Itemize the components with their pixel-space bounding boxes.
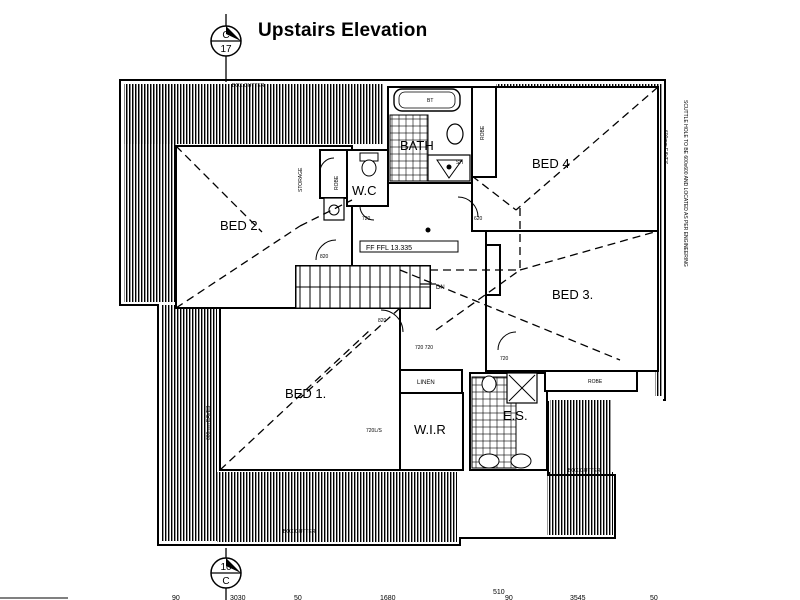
stair-dn-label: DN [436,285,445,291]
room-bath: BATH [400,138,434,153]
bathtub-icon [393,88,461,112]
box-gutter-top: BOX GUTTER [232,83,265,89]
dim-5: 90 [505,595,513,600]
bath-tub-label: BT [427,98,433,104]
dim-6: 3545 [570,595,586,600]
bottom-marker-sheet: C [222,576,229,587]
room-bed2: BED 2 [220,218,258,233]
side-note: SCUTTLE HOLE TO BE 600x600 AND LOCATED A… [682,100,688,267]
shower-label: SH [456,160,463,166]
room-bed3: BED 3. [552,287,593,302]
room-bed4: BED 4 [532,156,570,171]
page-title: Upstairs Elevation [258,20,428,41]
section-marker-top [210,14,242,82]
section-marker-bottom [210,548,242,600]
bottom-marker-number: 10 [220,562,232,573]
dim-7: 50 [650,595,658,600]
door-720-b: 720 [500,356,509,362]
room-wir: W.I.R [414,422,446,437]
eaves-note-left: 600mm EAVES [206,405,212,440]
dim-1: 3030 [230,595,246,600]
bath-tiles [389,114,429,182]
room-bed1: BED 1. [285,386,326,401]
eaves-note-right: 600mm EAVES [662,130,668,165]
ensuite-basin-icon [478,453,532,469]
ffl-label: FF FFL 13.335 [366,245,412,252]
ensuite-toilet-icon [481,375,497,393]
wir-door-label: 720L/S [366,428,383,434]
door-620: 620 [474,216,483,222]
toilet-icon [359,152,379,177]
shower-icon [427,154,471,182]
robe-bed4-label: ROBE [480,125,486,140]
dim-3: 1680 [380,595,396,600]
wc-basin-icon [323,197,345,221]
top-marker-number: C [222,30,229,41]
storage-label: STORAGE [298,167,304,192]
dim-4: 510 [493,589,505,596]
staircase [295,265,436,309]
door-820-b: 820 [378,318,387,324]
manhole-icon [425,227,431,233]
robe-bed3-label: ROBE [588,379,603,385]
robe-bed2-label: ROBE [334,175,340,190]
door-820-a: 820 [320,254,329,260]
room-wc: W.C [352,183,377,198]
ffl-box [359,240,459,253]
basin-icon [446,123,464,145]
dim-2: 50 [294,595,302,600]
door-720-a: 720 [362,216,371,222]
dim-0: 90 [172,595,180,600]
box-gutter-bottom: BOX GUTTER [283,529,316,535]
room-es: E.S. [503,408,528,423]
door-swings [315,157,517,351]
box-gutter-right: BOX GUTTER [568,468,601,474]
top-marker-sheet: 17 [220,44,232,55]
linen-door-label: 720 720 [415,345,433,351]
roof-hip-lines [175,86,659,471]
ensuite-shower-icon [506,372,538,404]
room-linen: LINEN [417,380,435,386]
